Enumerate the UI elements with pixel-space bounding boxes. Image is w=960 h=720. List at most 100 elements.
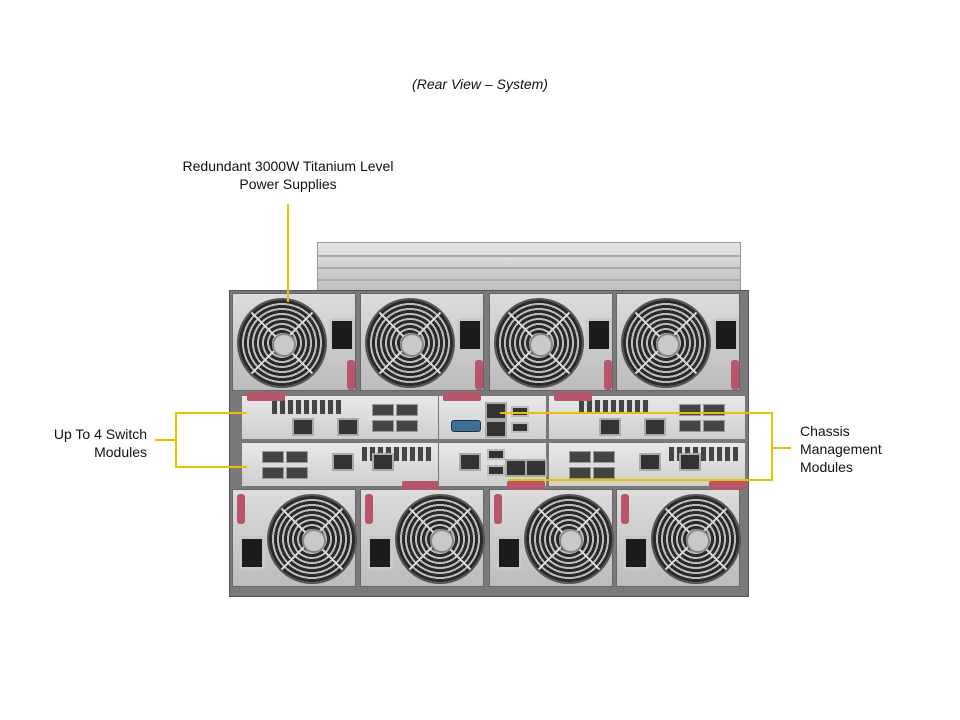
power-supply-unit xyxy=(489,293,613,391)
chassis-management-module xyxy=(438,392,547,440)
power-supplies-label-line2: Power Supplies xyxy=(239,176,337,192)
ethernet-port xyxy=(292,418,314,436)
ethernet-port xyxy=(459,453,481,471)
switch-module xyxy=(241,392,439,440)
sfp-port xyxy=(372,420,394,432)
fan-icon xyxy=(365,298,455,388)
ethernet-port xyxy=(372,453,394,471)
figure-caption: (Rear View – System) xyxy=(412,76,548,92)
switch-callout-bottom xyxy=(175,466,247,468)
power-socket-icon xyxy=(496,536,522,570)
power-supply-unit xyxy=(360,293,484,391)
usb-port xyxy=(487,449,505,460)
ethernet-port xyxy=(679,453,701,471)
switch-module xyxy=(241,442,440,490)
switch-callout-top xyxy=(175,412,247,414)
usb-port xyxy=(511,422,529,433)
psu-handle xyxy=(365,494,373,524)
switch-module xyxy=(548,392,746,440)
ethernet-port xyxy=(485,402,507,420)
ethernet-port xyxy=(337,418,359,436)
ethernet-port xyxy=(525,459,547,477)
power-socket-icon xyxy=(713,318,739,352)
switch-callout-tick xyxy=(155,439,176,441)
switch-modules-label-line1: Up To 4 Switch xyxy=(53,426,147,442)
sfp-port xyxy=(262,467,284,479)
power-socket-icon xyxy=(457,318,483,352)
fan-icon xyxy=(621,298,711,388)
ethernet-port xyxy=(599,418,621,436)
power-socket-icon xyxy=(367,536,393,570)
module-pull-tab xyxy=(247,392,285,401)
psu-handle xyxy=(604,360,612,390)
power-socket-icon xyxy=(623,536,649,570)
fan-icon xyxy=(494,298,584,388)
cmm-callout-top xyxy=(500,412,773,414)
power-socket-icon xyxy=(586,318,612,352)
switch-callout-bracket xyxy=(175,412,177,468)
cmm-label-line2: Management xyxy=(800,441,882,457)
sfp-port xyxy=(396,404,418,416)
sfp-port xyxy=(286,467,308,479)
power-supply-unit xyxy=(616,293,740,391)
cmm-callout-bracket xyxy=(771,412,773,481)
fan-icon xyxy=(395,494,485,584)
sfp-port xyxy=(679,420,701,432)
vent xyxy=(579,400,649,414)
sfp-port xyxy=(262,451,284,463)
psu-handle xyxy=(731,360,739,390)
usb-port xyxy=(511,406,529,417)
usb-port xyxy=(487,465,505,476)
sfp-port xyxy=(703,404,725,416)
sfp-port xyxy=(593,451,615,463)
cmm-label-line1: Chassis xyxy=(800,423,850,439)
fan-icon xyxy=(237,298,327,388)
module-pull-tab xyxy=(507,481,545,490)
psu-handle xyxy=(494,494,502,524)
serial-port xyxy=(451,420,481,432)
cmm-label-line3: Modules xyxy=(800,459,853,475)
sfp-port xyxy=(372,404,394,416)
power-supplies-label: Redundant 3000W Titanium Level Power Sup… xyxy=(150,157,426,193)
ethernet-port xyxy=(332,453,354,471)
psu-callout-line xyxy=(287,204,289,302)
switch-modules-label-line2: Modules xyxy=(94,444,147,460)
module-pull-tab xyxy=(402,481,440,490)
chassis-lid xyxy=(317,242,741,294)
fan-icon xyxy=(651,494,741,584)
power-supplies-label-line1: Redundant 3000W Titanium Level xyxy=(182,158,394,174)
power-supply-unit xyxy=(232,489,357,587)
power-socket-icon xyxy=(329,318,355,352)
module-pull-tab xyxy=(443,392,481,401)
psu-handle xyxy=(475,360,483,390)
power-supply-unit xyxy=(232,293,356,391)
module-pull-tab xyxy=(554,392,592,401)
cmm-callout-bottom xyxy=(508,479,773,481)
ethernet-port xyxy=(505,459,527,477)
cmm-callout-tick xyxy=(771,447,791,449)
psu-handle xyxy=(237,494,245,524)
sfp-port xyxy=(703,420,725,432)
ethernet-port xyxy=(639,453,661,471)
psu-handle xyxy=(621,494,629,524)
cmm-label: Chassis Management Modules xyxy=(800,422,882,476)
sfp-port xyxy=(569,467,591,479)
psu-handle xyxy=(347,360,355,390)
server-chassis-rear xyxy=(229,242,749,597)
power-supply-unit xyxy=(489,489,614,587)
sfp-port xyxy=(569,451,591,463)
sfp-port xyxy=(396,420,418,432)
fan-icon xyxy=(524,494,614,584)
sfp-port xyxy=(593,467,615,479)
sfp-port xyxy=(286,451,308,463)
switch-modules-label: Up To 4 Switch Modules xyxy=(20,425,147,461)
ethernet-port xyxy=(485,420,507,438)
sfp-port xyxy=(679,404,701,416)
vent xyxy=(272,400,342,414)
power-supply-unit xyxy=(360,489,485,587)
power-socket-icon xyxy=(239,536,265,570)
module-pull-tab xyxy=(709,481,747,490)
ethernet-port xyxy=(644,418,666,436)
fan-icon xyxy=(267,494,357,584)
power-supply-unit xyxy=(616,489,741,587)
